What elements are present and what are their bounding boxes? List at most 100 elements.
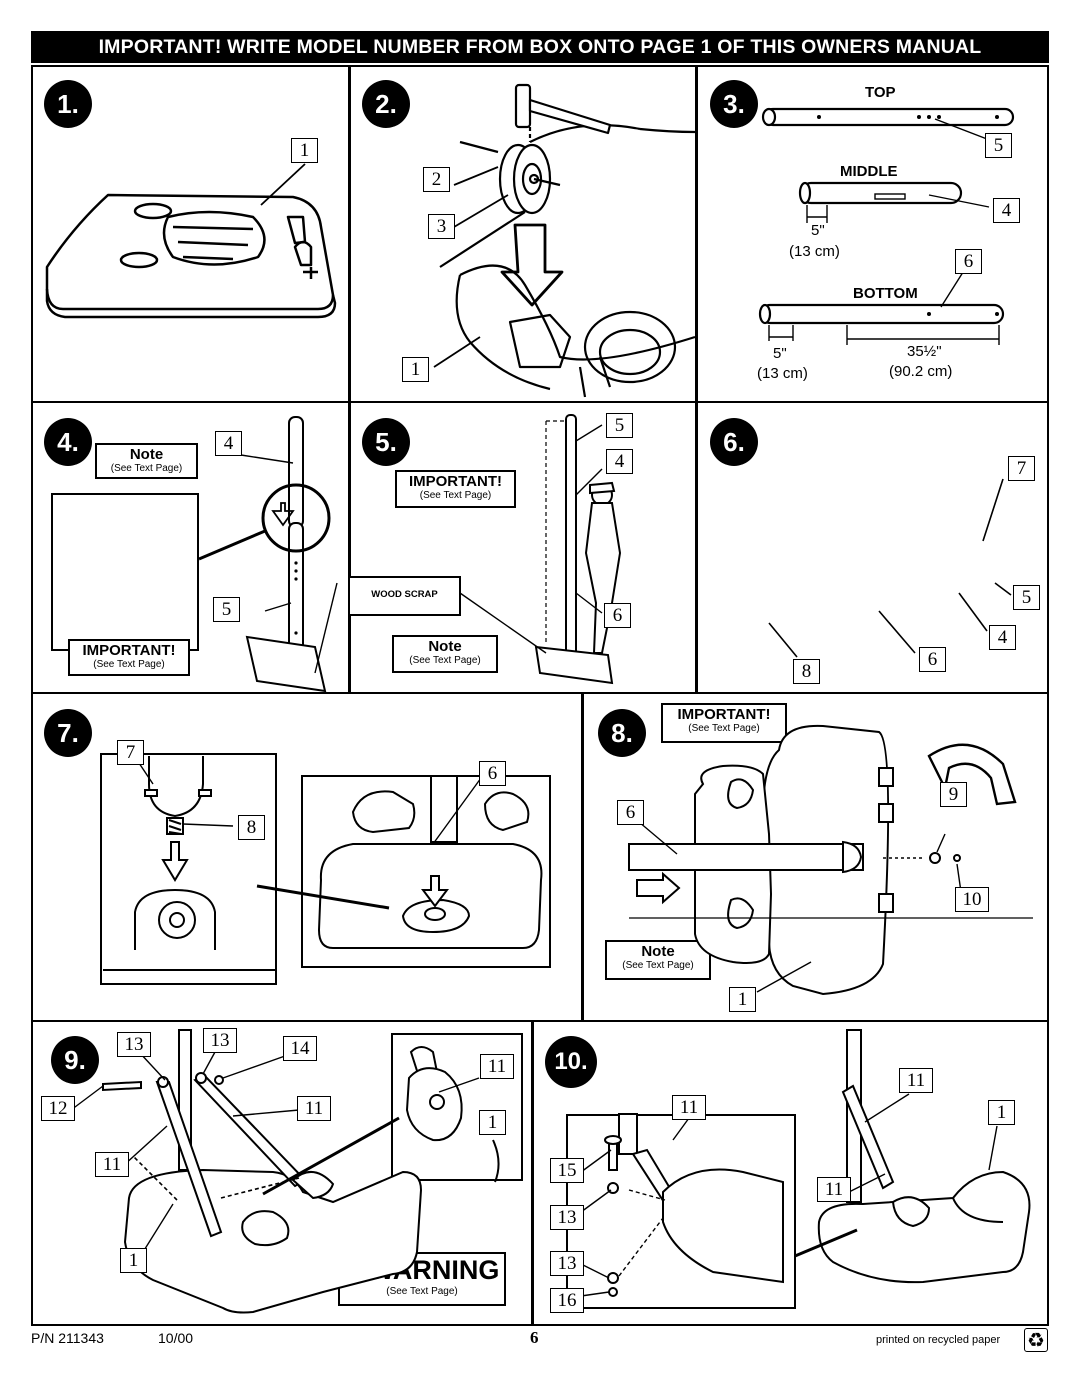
panel-step-5: 5. IMPORTANT! (See Text Page) WOOD SCRAP… xyxy=(348,401,698,694)
bottom-span-in: 35½" xyxy=(907,343,942,360)
callout-1: 1 xyxy=(988,1100,1015,1125)
callout-9: 9 xyxy=(940,782,967,807)
raising-pole-illustration xyxy=(459,414,622,685)
step-10-badge: 10. xyxy=(545,1036,597,1088)
bottom-length-in: 5" xyxy=(773,345,787,362)
label-top: TOP xyxy=(865,84,896,101)
page-number: 6 xyxy=(530,1328,539,1347)
callout-1: 1 xyxy=(729,987,756,1012)
note-title: Note xyxy=(428,638,462,655)
callout-2: 2 xyxy=(423,167,450,192)
callout-11: 11 xyxy=(95,1152,129,1177)
step-2-badge: 2. xyxy=(362,80,410,128)
callout-13: 13 xyxy=(550,1251,584,1276)
step-8-badge: 8. xyxy=(598,709,646,757)
important-subtitle: (See Text Page) xyxy=(93,659,165,670)
step-6-badge: 6. xyxy=(710,418,758,466)
callout-8: 8 xyxy=(238,815,265,840)
callout-14: 14 xyxy=(283,1036,317,1061)
panel-step-10: 10. 11 xyxy=(531,1020,1049,1326)
panel-step-2: 2. 2 3 1 xyxy=(348,65,698,403)
callout-1: 1 xyxy=(402,357,429,382)
part-number: P/N 211343 xyxy=(31,1330,104,1346)
callout-13: 13 xyxy=(550,1205,584,1230)
step-5-badge: 5. xyxy=(362,418,410,466)
panel-step-4: 4. Note (See Text Page) IMPORTANT! (See … xyxy=(31,401,351,694)
callout-4: 4 xyxy=(606,449,633,474)
note-title: Note xyxy=(129,446,164,463)
step-1-badge: 1. xyxy=(44,80,92,128)
detail-frame-right xyxy=(301,775,551,968)
callout-7: 7 xyxy=(117,740,144,765)
important-title: IMPORTANT! xyxy=(408,473,503,490)
callout-6: 6 xyxy=(479,761,506,786)
wheel-illustration xyxy=(433,83,696,398)
braces-illustration xyxy=(70,1029,502,1314)
note-subtitle: (See Text Page) xyxy=(110,463,183,474)
panel-step-1: 1. 1 xyxy=(31,65,351,403)
middle-length-in: 5" xyxy=(811,222,825,239)
important-subtitle: (See Text Page) xyxy=(688,723,760,734)
label-bottom: BOTTOM xyxy=(853,285,918,302)
callout-11: 11 xyxy=(480,1054,514,1079)
note-subtitle: (See Text Page) xyxy=(622,960,694,971)
detail-frame-left xyxy=(100,753,277,985)
callout-13: 13 xyxy=(117,1032,151,1057)
callout-5: 5 xyxy=(985,133,1012,158)
callout-13: 13 xyxy=(203,1028,237,1053)
wood-scrap-text: WOOD SCRAP xyxy=(371,589,438,600)
warning-subtitle: (See Text Page) xyxy=(386,1286,458,1297)
important-box: IMPORTANT! (See Text Page) xyxy=(661,703,787,743)
callout-1: 1 xyxy=(291,138,318,163)
bottom-length-cm: (13 cm) xyxy=(757,365,808,382)
step-4-badge: 4. xyxy=(44,418,92,466)
important-subtitle: (See Text Page) xyxy=(419,490,492,501)
important-title: IMPORTANT! xyxy=(677,706,771,723)
callout-10: 10 xyxy=(955,887,989,912)
pole-sections-illustration xyxy=(758,107,1015,345)
important-title: IMPORTANT! xyxy=(82,642,176,659)
callout-6: 6 xyxy=(617,800,644,825)
callout-8: 8 xyxy=(793,659,820,684)
callout-7: 7 xyxy=(1008,456,1035,481)
bolts-illustration xyxy=(580,1029,1031,1297)
detail-frame xyxy=(391,1033,523,1181)
note-box: Note (See Text Page) xyxy=(605,940,711,980)
callout-4: 4 xyxy=(993,198,1020,223)
panel-step-7: 7. 7 8 6 xyxy=(31,692,584,1022)
label-middle: MIDDLE xyxy=(840,163,898,180)
callout-5: 5 xyxy=(1013,585,1040,610)
important-box: IMPORTANT! (See Text Page) xyxy=(395,470,516,508)
callout-5: 5 xyxy=(606,413,633,438)
callout-6: 6 xyxy=(604,603,631,628)
panel-step-3: 3. TOP MIDDLE BOTTOM 5 4 6 xyxy=(695,65,1049,403)
callout-6: 6 xyxy=(955,249,982,274)
note-box: Note (See Text Page) xyxy=(95,443,198,479)
callout-11: 11 xyxy=(672,1095,706,1120)
callout-5: 5 xyxy=(213,597,240,622)
callout-11: 11 xyxy=(899,1068,933,1093)
callout-11: 11 xyxy=(817,1177,851,1202)
pole-insert-illustration xyxy=(198,416,338,692)
wood-scrap-label: WOOD SCRAP xyxy=(350,576,461,616)
step-9-badge: 9. xyxy=(51,1036,99,1084)
base-illustration xyxy=(45,163,337,319)
note-title: Note xyxy=(641,943,675,960)
callout-15: 15 xyxy=(550,1158,584,1183)
step-3-badge: 3. xyxy=(710,80,758,128)
screw-into-base-illustration xyxy=(103,756,543,971)
step-6-leader-lines xyxy=(768,478,1012,658)
panel-step-6: 6. 7 5 4 6 8 xyxy=(695,401,1049,694)
callout-4: 4 xyxy=(989,625,1016,650)
important-banner: IMPORTANT! WRITE MODEL NUMBER FROM BOX O… xyxy=(31,31,1049,63)
recycle-icon: ♻ xyxy=(1024,1328,1048,1352)
callout-6: 6 xyxy=(919,647,946,672)
tip-base-illustration xyxy=(628,724,1033,996)
recycled-note: printed on recycled paper xyxy=(876,1334,1001,1346)
panel-step-8: 8. IMPORTANT! (See Text Page) Note (See … xyxy=(581,692,1049,1022)
panel-step-9: 9. ⚠WARNING (See Text Page) xyxy=(31,1020,534,1326)
callout-4: 4 xyxy=(215,431,242,456)
callout-12: 12 xyxy=(41,1096,75,1121)
bottom-span-cm: (90.2 cm) xyxy=(889,363,953,380)
callout-11: 11 xyxy=(297,1096,331,1121)
